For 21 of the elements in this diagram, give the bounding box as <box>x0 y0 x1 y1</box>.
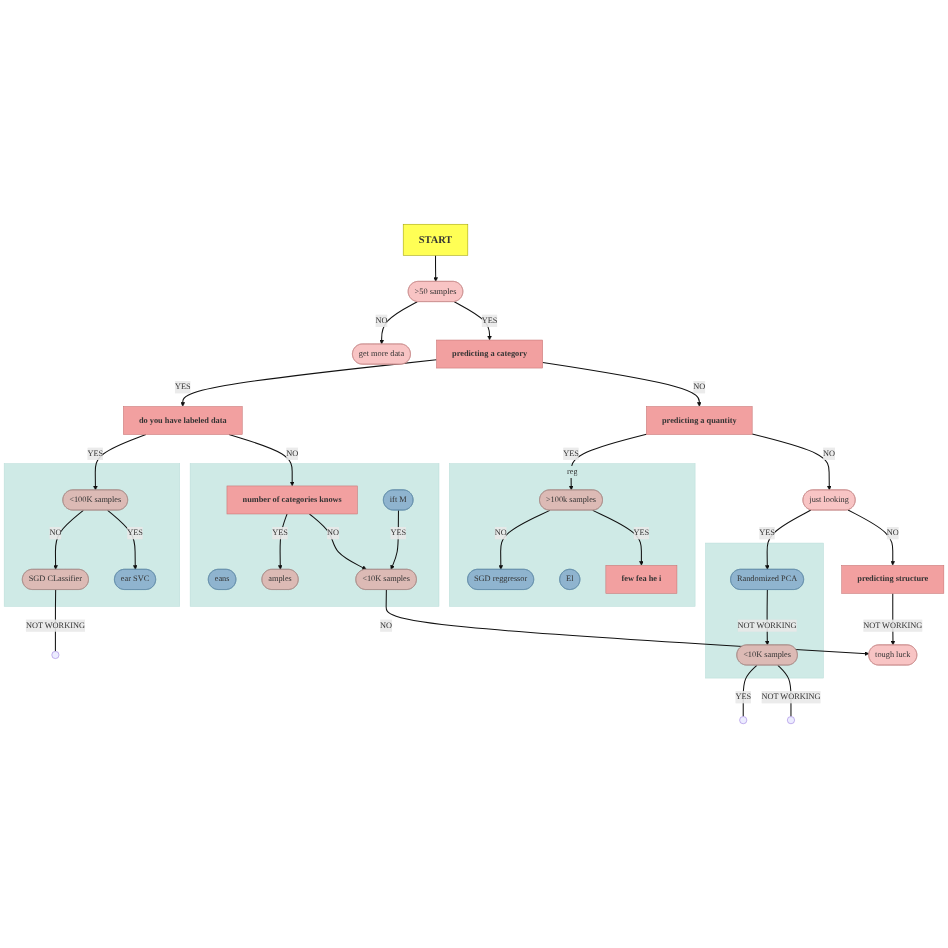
arrow <box>592 509 644 566</box>
cluster <box>705 542 824 679</box>
arrow <box>53 509 84 570</box>
arrow <box>498 509 551 570</box>
arrow <box>751 433 832 491</box>
arrow <box>433 254 438 282</box>
arrow <box>568 433 647 491</box>
arrow <box>453 301 492 341</box>
arrow <box>107 509 138 570</box>
arrow <box>308 513 367 570</box>
arrow <box>180 359 437 407</box>
arrow <box>542 361 702 407</box>
arrow <box>278 513 288 570</box>
arrow <box>765 509 812 570</box>
cluster <box>3 463 180 607</box>
arrow <box>93 434 147 491</box>
arrow <box>228 434 295 487</box>
arrow <box>390 509 399 570</box>
cluster <box>189 463 440 607</box>
arrow <box>379 301 418 345</box>
arrow <box>847 509 896 566</box>
